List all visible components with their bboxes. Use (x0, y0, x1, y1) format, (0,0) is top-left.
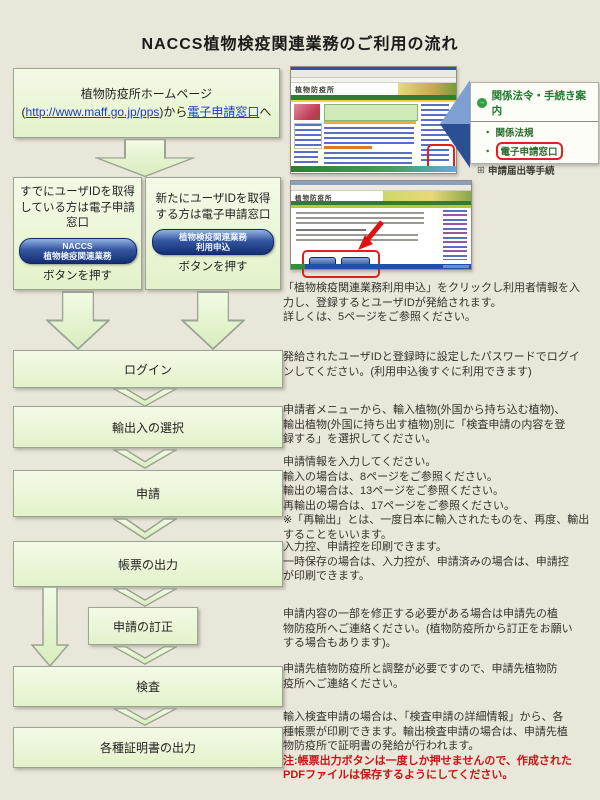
page-title: NACCS植物検疫関連業務のご利用の流れ (141, 36, 459, 53)
section-bar (324, 146, 372, 149)
chevron-arrow-icon (113, 518, 177, 540)
callout-header: 関係法令・手続き案内 (491, 90, 587, 117)
news-links (324, 152, 412, 164)
addressbar (291, 78, 456, 83)
start-button (291, 264, 305, 269)
warning-note: 注:帳票出力ボタンは一度しか押せませんので、作成された PDFファイルは保存する… (283, 754, 572, 782)
naccs-button[interactable]: NACCS 植物検疫関連業務 (18, 237, 137, 264)
step-label: 申請 (135, 487, 160, 501)
browser-screenshot-homepage: 植物防疫所 (290, 66, 457, 174)
page-body (291, 208, 471, 278)
flow-step-correction: 申請の訂正 (88, 607, 198, 645)
flow-step-select: 輸出入の選択 (13, 406, 283, 448)
taskbar (291, 264, 471, 269)
menubar (291, 70, 456, 78)
homepage-box: 植物防疫所ホームページ (http://www.maff.go.jp/pps)か… (13, 68, 280, 138)
flow-step-apply: 申請 (13, 470, 283, 517)
long-down-arrow-icon (31, 587, 69, 667)
chevron-arrow-icon (113, 646, 177, 665)
callout-item-procedures[interactable]: 申請届出等手続 (487, 166, 555, 177)
new-user-text: 新たにユーザIDを取得する方は電子申請窓口 (155, 193, 271, 221)
flow-step-inspection: 検査 (13, 666, 283, 707)
announcement-box (324, 104, 418, 121)
homepage-line1: 植物防疫所ホームページ (80, 87, 213, 101)
callout-item-eapp-window[interactable]: 電子申請窓口 (495, 142, 563, 160)
sidebar-links (421, 104, 449, 162)
step-label: 帳票の出力 (117, 557, 178, 572)
eapp-window-link[interactable]: 電子申請窓口 (187, 105, 260, 119)
left-links (294, 151, 318, 163)
callout-panel: → 関係法令・手続き案内 ・ 関係法規 ・ 電子申請窓口 ⊞ 申請届出等手続 (470, 82, 599, 177)
chevron-arrow-icon (113, 449, 177, 469)
site-logo-text: 植物防疫所 (295, 87, 335, 94)
homepage-between: )から (159, 105, 188, 119)
description-forms-output: 入力控、申請控を印刷できます。 一時保存の場合は、入力控が、申請済みの場合は、申… (283, 541, 569, 582)
left-menu-lines (294, 123, 322, 149)
signup-button[interactable]: 植物検疫関連業務 利用申込 (152, 229, 274, 256)
site-logo-text: 植物防疫所 (295, 195, 333, 202)
description-signup: 「植物検疫関連業務利用申込」をクリックし利用者情報を入 力し、登録するとユーザI… (283, 282, 580, 323)
flow-step-forms-output: 帳票の出力 (13, 541, 283, 587)
news-links (324, 127, 414, 144)
site-header: 植物防疫所 (291, 83, 456, 95)
new-user-box: 新たにユーザIDを取得する方は電子申請窓口 植物検疫関連業務 利用申込 ボタンを… (145, 177, 281, 290)
step-label: 申請の訂正 (112, 619, 173, 634)
titlebar (291, 181, 471, 185)
down-arrow-icon (181, 291, 245, 350)
new-user-caption: ボタンを押す (178, 261, 248, 274)
step-label: 各種証明書の出力 (99, 741, 196, 755)
description-correction: 申請内容の一部を修正する必要がある場合は申請先の植 物防疫所へご連絡ください。(… (283, 608, 573, 649)
down-arrow-icon (46, 291, 110, 350)
pps-url-link[interactable]: http://www.maff.go.jp/pps (25, 105, 160, 119)
section-bar (296, 229, 366, 231)
description-apply: 申請情報を入力してください。 輸入の場合は、8ページをご参照ください。 輸出の場… (283, 456, 590, 541)
green-arrow-bullet-icon: → (477, 98, 487, 108)
olive-rule (291, 205, 471, 208)
step-label: 輸出入の選択 (111, 420, 184, 435)
yellow-rule (291, 100, 456, 102)
footer-bar (291, 166, 456, 172)
chevron-arrow-icon (113, 708, 177, 726)
menubar (291, 185, 471, 191)
description-login: 発給されたユーザIDと登録時に設定したパスワードでログイ ンしてください。(利用… (283, 351, 580, 378)
callout-item-laws[interactable]: 関係法規 (495, 128, 534, 139)
description-certificates-block: 輸入検査申請の場合は、「検査申請の詳細情報」から、各 種帳票が印刷できます。輸出… (283, 710, 599, 783)
homepage-suffix: へ (259, 105, 272, 119)
paren: ( (21, 105, 26, 119)
step-label: 検査 (135, 680, 160, 694)
bullet-icon: ・ (483, 147, 493, 158)
flow-step-certificates: 各種証明書の出力 (13, 727, 283, 768)
expand-icon[interactable]: ⊞ (477, 164, 485, 176)
chevron-arrow-icon (113, 588, 177, 607)
down-arrow-icon (95, 139, 195, 177)
navbar (291, 95, 456, 100)
red-arrow-icon (358, 220, 384, 250)
existing-user-text: すでにユーザIDを取得している方は電子申請窓口 (20, 186, 135, 230)
body-text-lines (296, 212, 424, 225)
existing-user-caption: ボタンを押す (43, 269, 112, 282)
orange-rule (324, 121, 416, 124)
header-banner-image (398, 83, 456, 95)
bullet-icon: ・ (483, 128, 493, 139)
site-header: 植物防疫所 (291, 191, 471, 202)
description-select: 申請者メニューから、輸入植物(外国から持ち込む植物)、 輸出植物(外国に持ち出す… (283, 404, 566, 445)
chevron-arrow-icon (113, 388, 177, 407)
sidebar-links (443, 210, 467, 260)
description-certificates: 輸入検査申請の場合は、「検査申請の詳細情報」から、各 種帳票が印刷できます。輸出… (283, 711, 568, 752)
existing-user-box: すでにユーザIDを取得している方は電子申請窓口 NACCS 植物検疫関連業務 ボ… (13, 177, 142, 290)
browser-screenshot-eapp: 植物防疫所 (290, 180, 472, 278)
step-label: ログイン (123, 362, 172, 377)
description-inspection: 申請先植物防疫所と調整が必要ですので、申請先植物防 疫所へご連絡ください。 (283, 663, 558, 690)
page-body (291, 102, 456, 171)
navbar (291, 201, 471, 205)
callout-arrow-icon (440, 80, 470, 168)
header-banner-image (383, 191, 471, 201)
body-text-lines (296, 234, 418, 243)
titlebar (291, 67, 456, 70)
tray-area (443, 265, 469, 268)
flow-step-login: ログイン (13, 350, 283, 388)
flower-photo (294, 104, 320, 120)
